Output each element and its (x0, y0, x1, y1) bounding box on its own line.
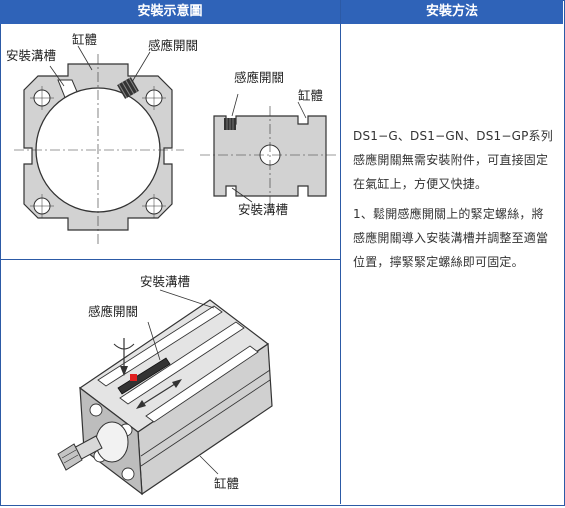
label-sensor-right: 感應開關 (234, 70, 284, 85)
method-paragraph-2: 1、鬆開感應開關上的緊定螺絲，將感應開關導入安裝溝槽并調整至適當位置，擰緊緊定螺… (353, 207, 549, 269)
label-cylinder-left: 缸體 (72, 32, 97, 47)
header-method: 安裝方法 (341, 0, 563, 24)
column-divider (340, 0, 341, 504)
sensor-indicator (130, 374, 137, 381)
label-cylinder-iso: 缸體 (214, 476, 239, 491)
method-paragraph-1: DS1−G、DS1−GN、DS1−GP系列感應開關無需安裝附件，可直接固定在氣缸… (353, 129, 553, 191)
row-divider (0, 259, 340, 260)
section-diagram: 安裝溝槽 缸體 感應開關 感應開關 缸體 安裝溝槽 (6, 32, 338, 246)
label-slot-left: 安裝溝槽 (6, 48, 56, 63)
label-sensor-left: 感應開關 (148, 38, 198, 53)
label-cylinder-right: 缸體 (298, 88, 323, 103)
method-cell: DS1−G、DS1−GN、DS1−GP系列感應開關無需安裝附件，可直接固定在氣缸… (341, 24, 563, 504)
cylinder-side-section (200, 93, 338, 206)
cylinder-square-section (14, 45, 184, 246)
sensor-square-section (117, 77, 139, 99)
label-slot-iso: 安裝溝槽 (140, 274, 190, 289)
isometric-diagram: 安裝溝槽 感應開關 缸體 (57, 274, 273, 496)
label-slot-right: 安裝溝槽 (238, 202, 288, 217)
section-diagram-cell: 安裝溝槽 缸體 感應開關 感應開關 缸體 安裝溝槽 (0, 24, 340, 259)
header-diagram: 安裝示意圖 (0, 0, 340, 24)
isometric-diagram-cell: 安裝溝槽 感應開關 缸體 (0, 260, 340, 504)
cylinder-isometric (57, 289, 273, 496)
label-sensor-iso: 感應開關 (88, 304, 138, 319)
